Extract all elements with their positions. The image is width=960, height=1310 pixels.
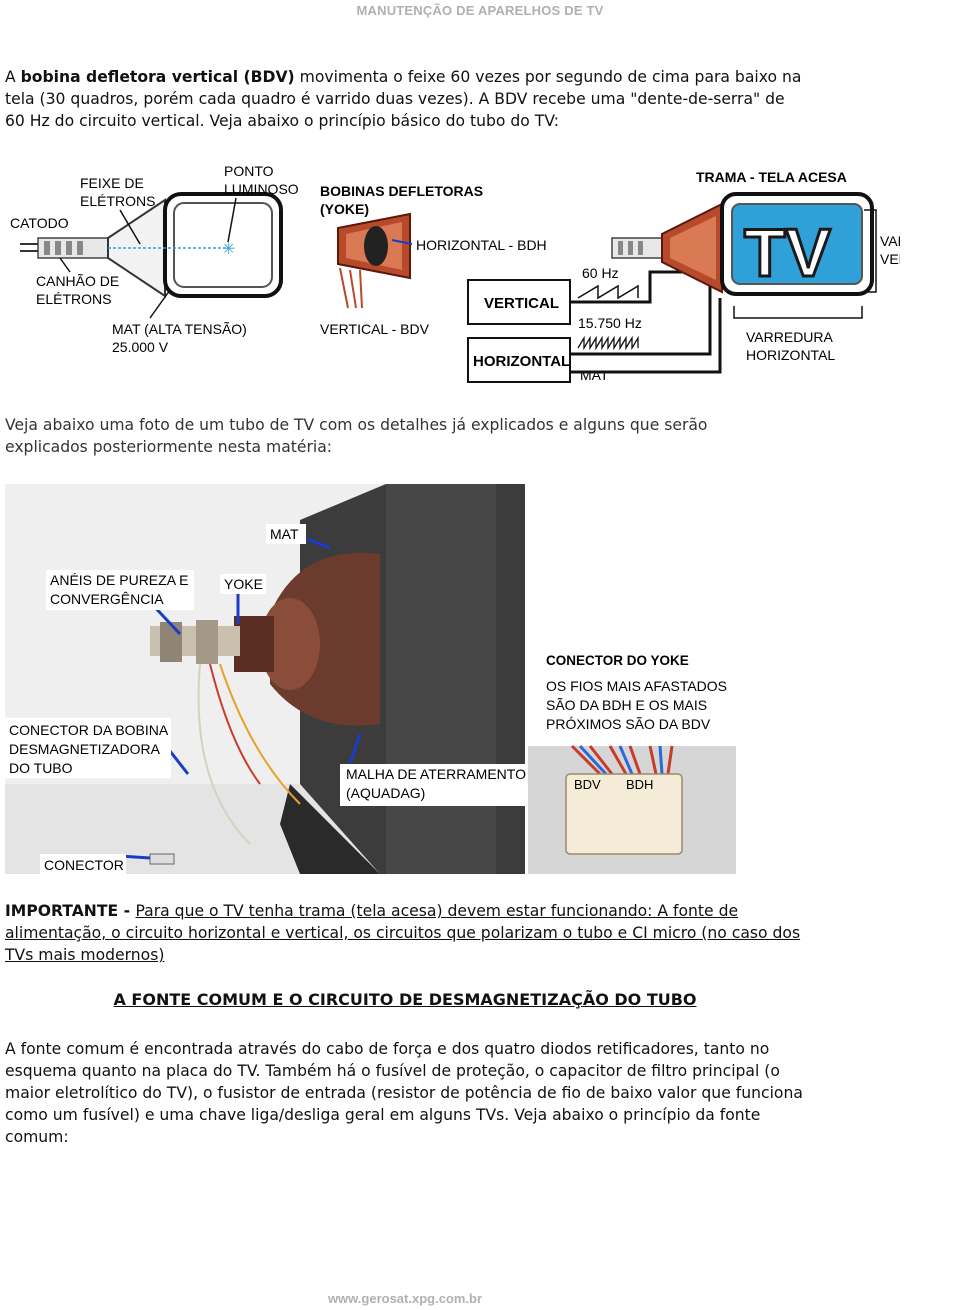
photo-label-aneis-2: CONVERGÊNCIA bbox=[50, 591, 164, 607]
sawtooth-60hz bbox=[577, 284, 639, 300]
intro-text-end: movimenta o feixe 60 vezes por segundo d… bbox=[5, 68, 802, 130]
label-yoke: (YOKE) bbox=[320, 201, 369, 217]
crt-photo: MAT ANÉIS DE PUREZA E CONVERGÊNCIA YOKE … bbox=[5, 484, 736, 874]
intro-bold-term: bobina defletora vertical (BDV) bbox=[20, 68, 295, 86]
section-title: A FONTE COMUM E O CIRCUITO DE DESMAGNETI… bbox=[113, 990, 697, 1009]
crt-tube-right: TV bbox=[611, 192, 874, 296]
photo-label-conector: CONECTOR bbox=[44, 857, 124, 873]
important-paragraph: IMPORTANTE - Para que o TV tenha trama (… bbox=[5, 900, 805, 966]
photo-intro-paragraph: Veja abaixo uma foto de um tubo de TV co… bbox=[5, 416, 708, 456]
intro-text-start: A bbox=[5, 68, 21, 86]
photo-label-bdv: BDV bbox=[574, 777, 601, 792]
label-horizontal-bdh: HORIZONTAL - BDH bbox=[416, 237, 547, 253]
label-mat-alta-tensao: MAT (ALTA TENSÃO) bbox=[112, 321, 247, 337]
horizontal-circuit-box bbox=[467, 337, 571, 383]
photo-label-fios-3: PRÓXIMOS SÃO DA BDV bbox=[546, 716, 711, 732]
screen-tv-text: TV bbox=[744, 215, 831, 291]
label-ponto-2: LUMINOSO bbox=[224, 181, 299, 197]
fonte-comum-paragraph: A fonte comum é encontrada através do ca… bbox=[5, 1040, 803, 1146]
label-box-vertical: VERTICAL bbox=[484, 295, 559, 312]
label-catodo: CATODO bbox=[10, 215, 69, 231]
photo-label-conector-bobina-3: DO TUBO bbox=[9, 760, 73, 776]
label-trama: TRAMA - TELA ACESA bbox=[696, 169, 847, 185]
label-60hz: 60 Hz bbox=[582, 265, 619, 281]
crt-tube-left: ✳ bbox=[20, 192, 283, 298]
label-ponto-1: PONTO bbox=[224, 163, 274, 179]
label-vertical-bdv: VERTICAL - BDV bbox=[320, 321, 430, 337]
label-box-horizontal: HORIZONTAL bbox=[473, 353, 570, 370]
photo-label-aneis-1: ANÉIS DE PUREZA E bbox=[50, 572, 188, 588]
photo-label-mat: MAT bbox=[270, 526, 299, 542]
label-varredura-horizontal-2: HORIZONTAL bbox=[746, 347, 835, 363]
label-canhao-1: CANHÃO DE bbox=[36, 273, 119, 289]
label-varredura-vertical-1: VAREDURA bbox=[880, 233, 900, 249]
crt-principle-diagram: ✳ CATODO FEIXE DE ELÉTRONS PONTO LUMINOS… bbox=[10, 163, 900, 383]
label-feixe-2: ELÉTRONS bbox=[80, 193, 155, 209]
page-footer-url: www.gerosat.xpg.com.br bbox=[327, 1291, 483, 1306]
vertical-circuit-box bbox=[467, 279, 571, 325]
intro-paragraph: A bobina defletora vertical (BDV) movime… bbox=[5, 66, 805, 132]
label-varredura-horizontal-1: VARREDURA bbox=[746, 329, 834, 345]
label-feixe-1: FEIXE DE bbox=[80, 175, 144, 191]
label-mat-box: MAT bbox=[580, 367, 609, 383]
page-header: MANUTENÇÃO DE APARELHOS DE TV bbox=[356, 3, 604, 18]
svg-text:✳: ✳ bbox=[222, 241, 235, 258]
photo-label-malha-1: MALHA DE ATERRAMENTO bbox=[346, 766, 526, 782]
photo-label-fios-1: OS FIOS MAIS AFASTADOS bbox=[546, 678, 727, 694]
label-canhao-2: ELÉTRONS bbox=[36, 291, 111, 307]
photo-label-conector-bobina-1: CONECTOR DA BOBINA bbox=[9, 722, 169, 738]
yoke-coils bbox=[337, 212, 411, 309]
label-15750hz: 15.750 Hz bbox=[578, 315, 642, 331]
photo-label-fios-2: SÃO DA BDH E OS MAIS bbox=[546, 697, 707, 713]
photo-label-bdh: BDH bbox=[626, 777, 653, 792]
label-varredura-vertical-2: VERTICAL bbox=[880, 251, 900, 267]
photo-label-yoke: YOKE bbox=[224, 576, 263, 592]
important-text: Para que o TV tenha trama (tela acesa) d… bbox=[5, 902, 801, 964]
important-label: IMPORTANTE - bbox=[5, 902, 136, 920]
photo-label-conector-yoke: CONECTOR DO YOKE bbox=[546, 653, 689, 668]
photo-label-conector-bobina-2: DESMAGNETIZADORA bbox=[9, 741, 161, 757]
sawtooth-15750hz bbox=[577, 335, 639, 351]
label-bobinas: BOBINAS DEFLETORAS bbox=[320, 183, 483, 199]
photo-label-malha-2: (AQUADAG) bbox=[346, 785, 425, 801]
label-mat-25000v: 25.000 V bbox=[112, 339, 169, 355]
